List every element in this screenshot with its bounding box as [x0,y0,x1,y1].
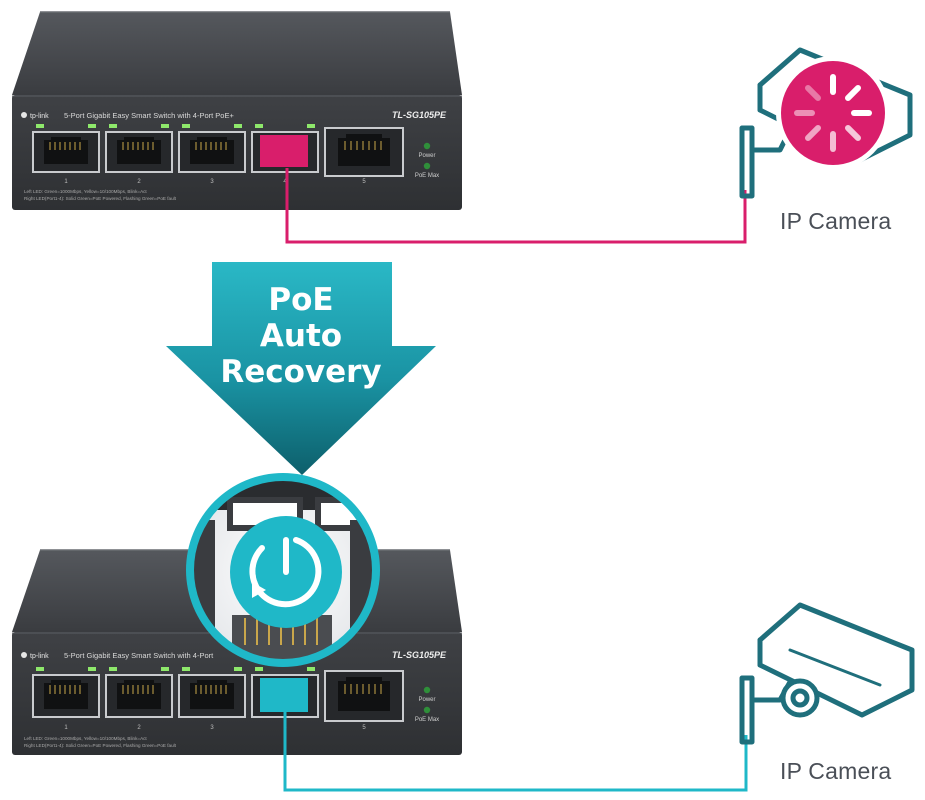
switch-top-port-2 [105,124,173,173]
switch-bottom-port-3 [178,667,246,718]
switch-top-port-1 [32,124,100,173]
switch-top-port-number: 1 [64,179,68,185]
switch-bottom-port-number: 2 [137,725,141,731]
switch-top-description: 5-Port Gigabit Easy Smart Switch with 4-… [64,111,234,120]
switch-bottom-port-number: 3 [210,725,214,731]
ip-camera-bottom-icon [739,602,915,745]
loading-spinner-icon [776,56,890,170]
ip-camera-bottom-label: IP Camera [780,758,892,784]
power-led-icon [423,686,431,694]
switch-bottom-port-2 [105,667,173,718]
arrow-text-line-2: Auto [259,318,343,354]
switch-top-port-number: 2 [137,179,141,185]
switch-bottom-description: 5-Port Gigabit Easy Smart Switch with 4-… [64,651,214,660]
power-led-label: Power [418,153,435,159]
switch-bottom-brand: tp-link [30,653,49,660]
power-recovery-icon [230,516,342,628]
switch-top-port-5 [324,127,404,177]
switch-top: tp-link 5-Port Gigabit Easy Smart Switch… [12,11,462,210]
switch-bottom-legend-line: Left LED: Green=1000Mbps, Yellow=10/100M… [24,736,147,741]
ip-camera-top-label: IP Camera [780,208,892,234]
switch-top-port-4-fault [251,124,319,173]
switch-bottom-port-number: 1 [64,725,68,731]
recovered-cable [283,712,748,792]
poe-max-led-icon [423,162,431,170]
arrow-text-line-3: Recovery [220,354,382,390]
switch-top-legend-line: Right LED(Port1-4): Solid Green=PoE Powe… [24,196,177,201]
poe-max-led-label: PoE Max [415,173,439,179]
switch-bottom-legend-line: Right LED(Port1-4): Solid Green=PoE Powe… [24,743,177,748]
switch-bottom-port-1 [32,667,100,718]
switch-top-brand: tp-link [30,113,49,120]
arrow-text-line-1: PoE [268,282,334,318]
switch-top-port-number: 3 [210,179,214,185]
switch-bottom-port-4-recovered [251,667,319,718]
tp-link-logo-icon [21,652,27,658]
switch-top-legend-line: Left LED: Green=1000Mbps, Yellow=10/100M… [24,189,147,194]
switch-top-lid [12,12,462,95]
tp-link-logo-icon [21,112,27,118]
switch-top-model: TL-SG105PE [392,110,447,120]
switch-top-port-3 [178,124,246,173]
power-led-label: Power [418,697,435,703]
switch-top-port-number: 4 [283,179,287,185]
poe-max-led-icon [423,706,431,714]
poe-max-led-label: PoE Max [415,717,439,723]
switch-bottom-model: TL-SG105PE [392,650,447,660]
recovery-arrow [166,262,436,475]
down-arrow-shape [166,262,436,475]
switch-bottom: tp-link 5-Port Gigabit Easy Smart Switch… [12,549,462,755]
switch-bottom-port-5 [324,670,404,722]
power-led-icon [423,142,431,150]
switch-bottom-port-number: 5 [362,725,366,731]
fault-cable [285,168,747,244]
switch-top-port-number: 5 [362,179,366,185]
